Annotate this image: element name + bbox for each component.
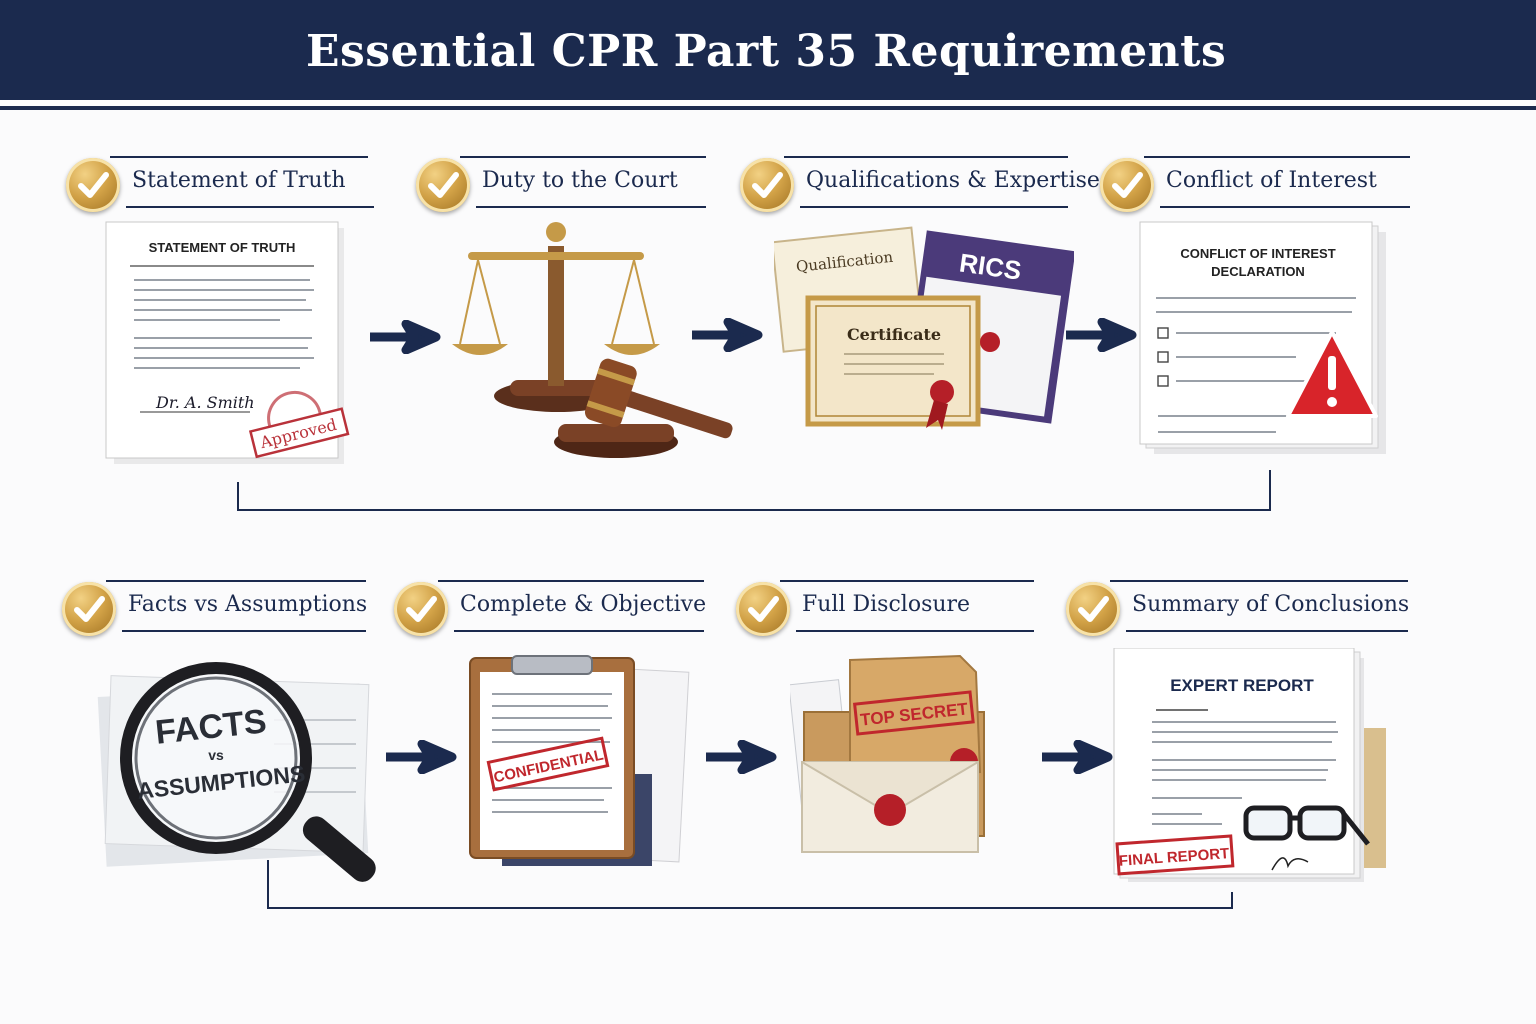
signature-scribble (1271, 857, 1309, 871)
conflict-of-interest-declaration-illustration: CONFLICT OF INTEREST DECLARATION (1139, 221, 1386, 454)
step-label: Full Disclosure (802, 592, 971, 617)
step-label: Facts vs Assumptions (128, 592, 368, 617)
step-label: Duty to the Court (482, 168, 678, 193)
divider (796, 630, 1034, 632)
certificate-title: Certificate (847, 325, 941, 344)
envelopes-top-secret-illustration: TOP SECRET (790, 654, 985, 853)
check-badge-icon (736, 582, 790, 636)
arrow-right-icon (692, 318, 763, 352)
clipboard-confidential-illustration: CONFIDENTIAL (469, 655, 690, 866)
arrow-right-icon (386, 740, 457, 774)
declaration-heading-line1: CONFLICT OF INTEREST (1180, 246, 1335, 261)
step-summary-of-conclusions: Summary of Conclusions (1066, 580, 1416, 640)
divider (460, 156, 706, 158)
signature: Dr. A. Smith (155, 393, 255, 412)
step-label: Conflict of Interest (1166, 168, 1377, 193)
expert-report-heading: EXPERT REPORT (1170, 676, 1314, 695)
divider (438, 580, 704, 582)
row-connector-bracket (237, 470, 1271, 511)
check-badge-icon (394, 582, 448, 636)
divider (476, 206, 706, 208)
step-conflict-of-interest: Conflict of Interest (1100, 156, 1420, 216)
divider (1160, 206, 1410, 208)
step-label: Complete & Objective (460, 592, 707, 617)
check-badge-icon (62, 582, 116, 636)
step-full-disclosure: Full Disclosure (736, 580, 1046, 640)
step-facts-vs-assumptions: Facts vs Assumptions (62, 580, 382, 640)
divider (1110, 580, 1408, 582)
page-title: Essential CPR Part 35 Requirements (306, 26, 1227, 77)
check-badge-icon (740, 158, 794, 212)
divider (780, 580, 1034, 582)
magnifier-facts-vs-assumptions-illustration: FACTS vs ASSUMPTIONS (97, 662, 376, 882)
check-badge-icon (1100, 158, 1154, 212)
declaration-heading-line2: DECLARATION (1211, 264, 1305, 279)
step-label: Statement of Truth (132, 168, 346, 193)
step-qualifications-expertise: Qualifications & Expertise (740, 156, 1100, 216)
statement-of-truth-document-illustration: STATEMENT OF TRUTH Dr. A. Smith Approved (105, 221, 350, 464)
scales-and-gavel-illustration (452, 222, 733, 458)
check-badge-icon (416, 158, 470, 212)
divider (126, 206, 374, 208)
divider (784, 156, 1068, 158)
header-banner: Essential CPR Part 35 Requirements (0, 0, 1536, 110)
vs-label: vs (208, 747, 224, 763)
row-connector-bracket (267, 860, 1233, 909)
check-badge-icon (66, 158, 120, 212)
step-label: Summary of Conclusions (1132, 592, 1410, 617)
divider (106, 580, 366, 582)
qualification-certificates-illustration: Qualification RICS Certificate (774, 226, 1074, 430)
arrow-right-icon (706, 740, 777, 774)
arrow-right-icon (1042, 740, 1113, 774)
step-statement-of-truth: Statement of Truth (66, 156, 376, 216)
arrow-right-icon (1066, 318, 1137, 352)
divider (1144, 156, 1410, 158)
divider (110, 156, 368, 158)
check-badge-icon (1066, 582, 1120, 636)
document-heading: STATEMENT OF TRUTH (149, 240, 296, 255)
divider (122, 630, 366, 632)
divider (1126, 630, 1408, 632)
step-complete-objective: Complete & Objective (394, 580, 714, 640)
divider (800, 206, 1068, 208)
step-label: Qualifications & Expertise (806, 168, 1100, 193)
arrow-right-icon (370, 320, 441, 354)
divider (454, 630, 704, 632)
step-duty-to-the-court: Duty to the Court (416, 156, 726, 216)
expert-report-illustration: EXPERT REPORT FINAL REPORT (1113, 648, 1386, 882)
